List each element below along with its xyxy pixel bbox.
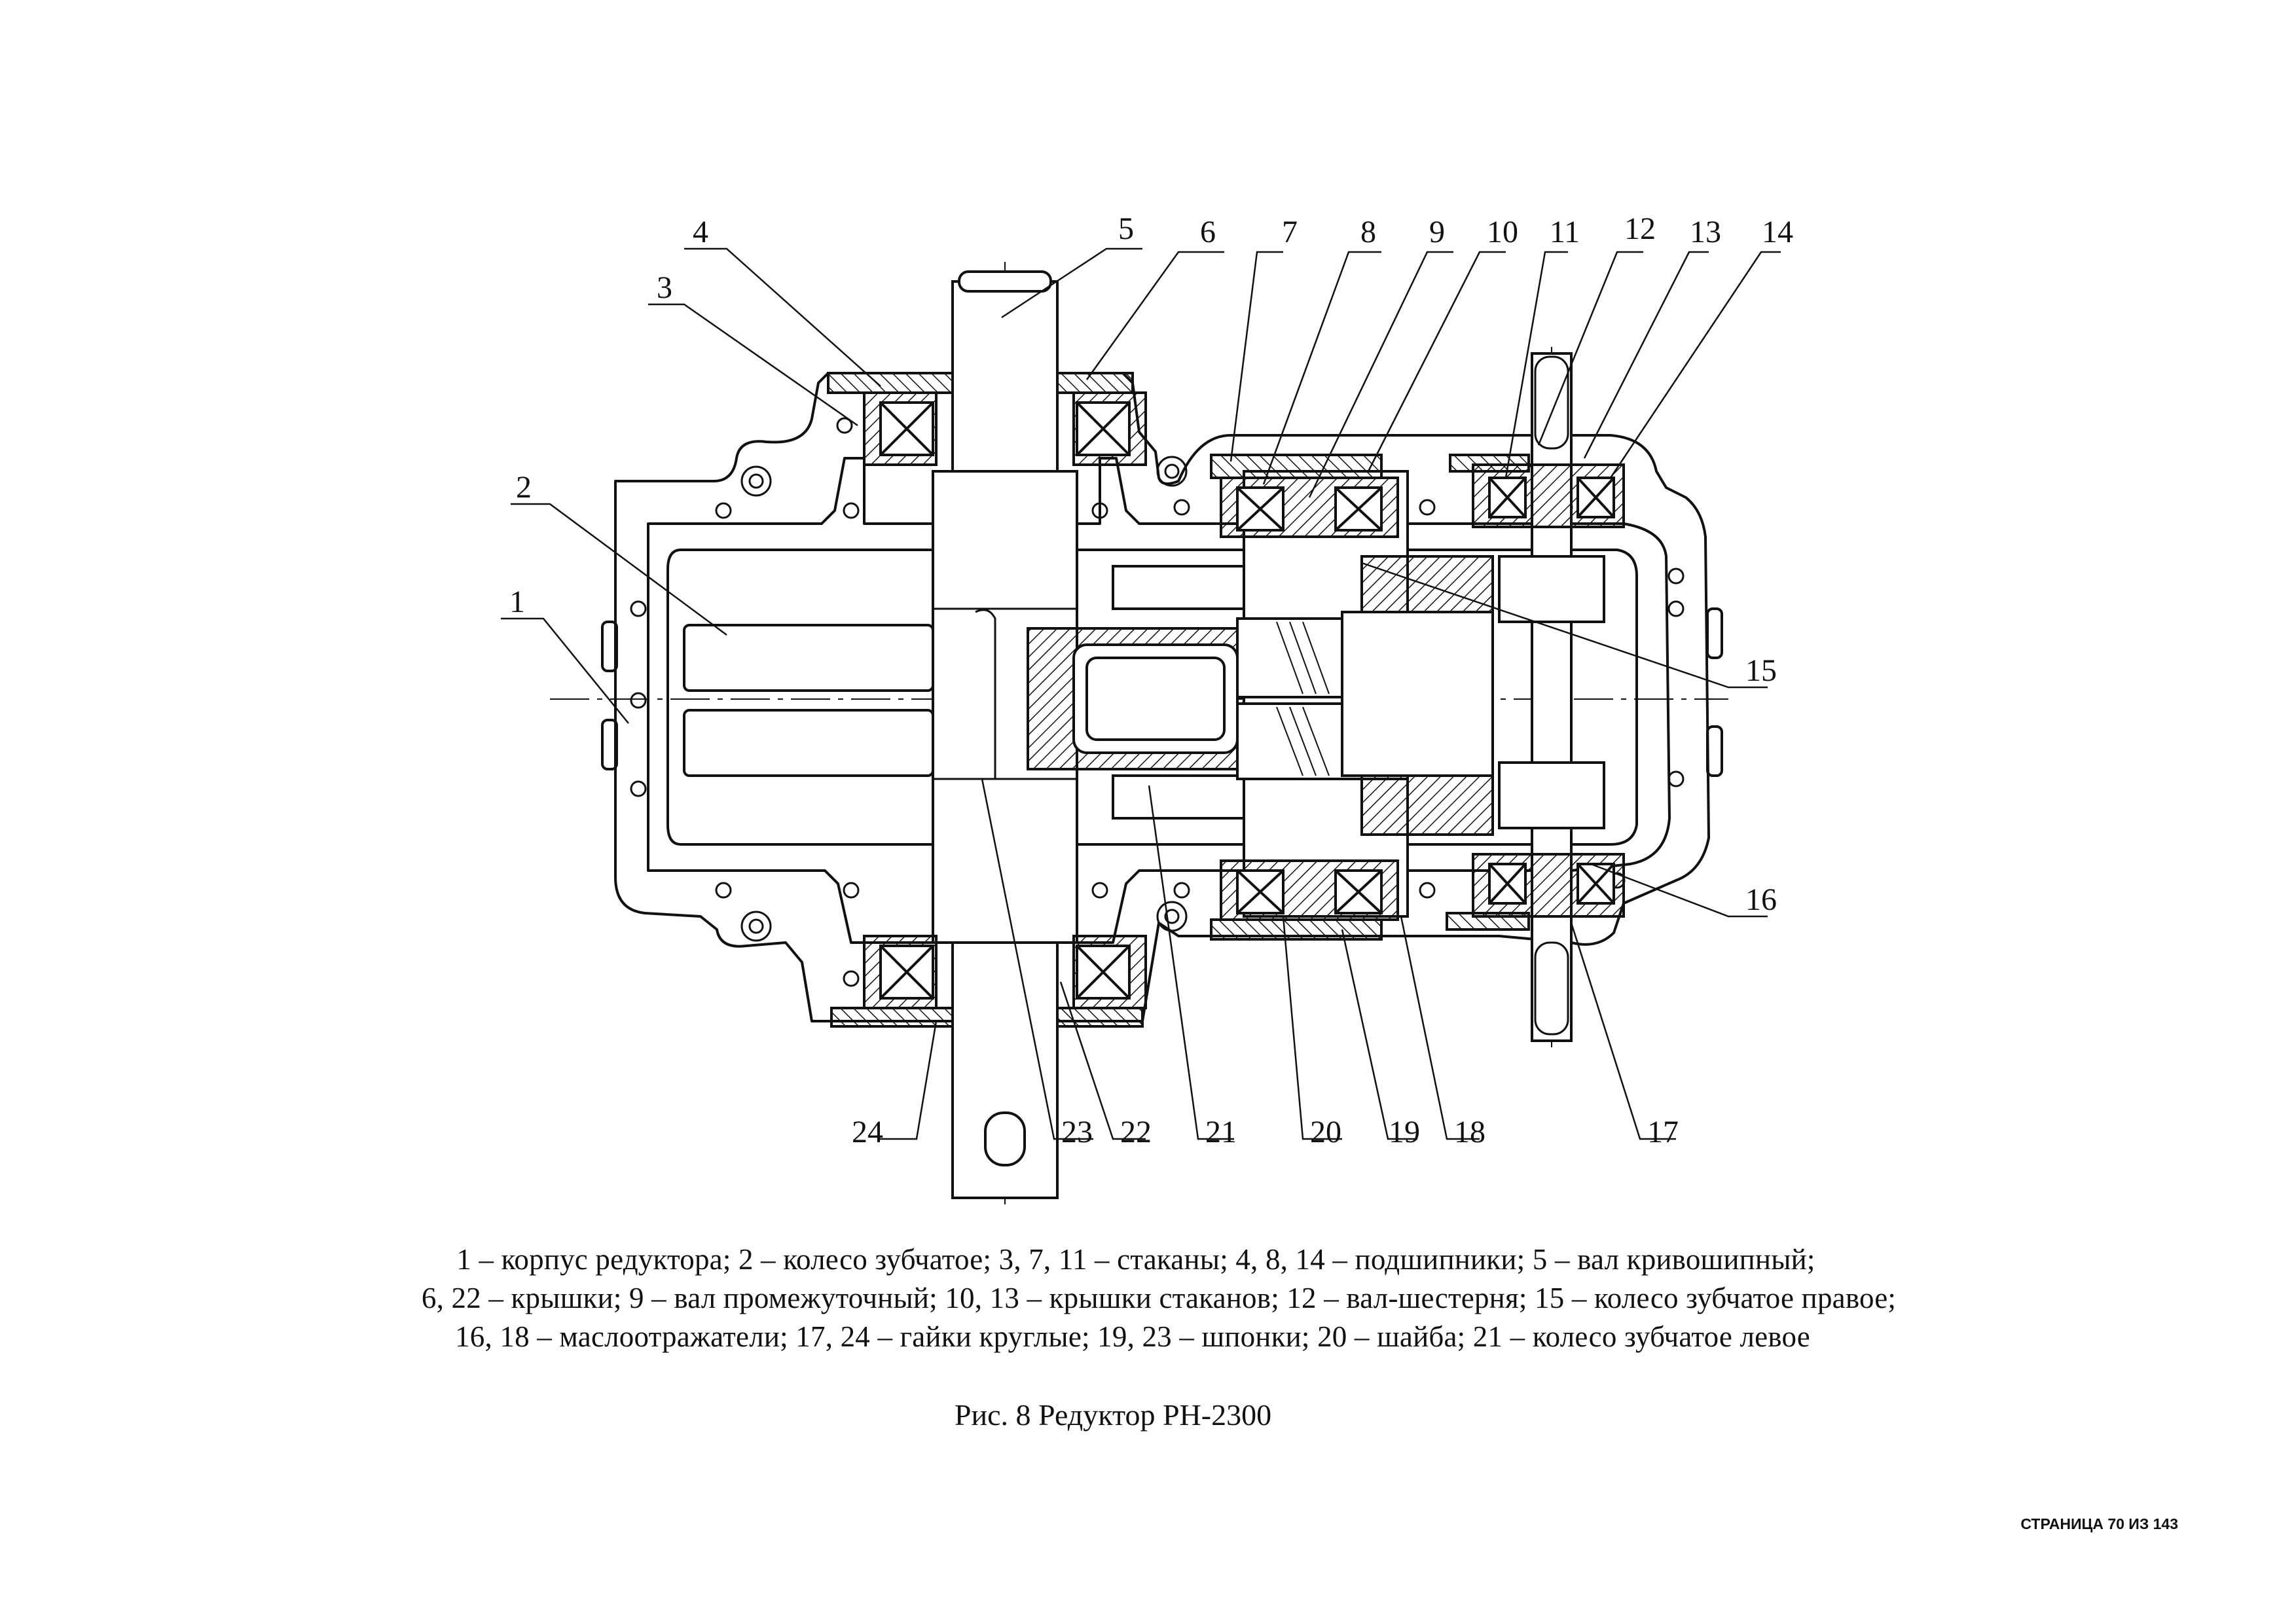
- callout-18: 18: [1454, 1115, 1485, 1149]
- legend-line-1: 1 – корпус редуктора; 2 – колесо зубчато…: [456, 1243, 1815, 1276]
- callout-23: 23: [1061, 1115, 1093, 1149]
- legend: 1 – корпус редуктора; 2 – колесо зубчато…: [367, 1240, 1951, 1356]
- callout-13: 13: [1690, 215, 1721, 249]
- callout-15: 15: [1745, 653, 1777, 688]
- callout-10: 10: [1487, 215, 1518, 249]
- housing-outer: [614, 372, 1710, 1022]
- legend-line-2: 6, 22 – крышки; 9 – вал промежуточный; 1…: [421, 1282, 1897, 1314]
- callout-16: 16: [1745, 882, 1777, 917]
- callout-24: 24: [852, 1115, 883, 1149]
- callout-20: 20: [1310, 1115, 1341, 1149]
- crank-shaft-top: [951, 280, 1059, 473]
- callout-4: 4: [693, 215, 708, 249]
- callout-22: 22: [1120, 1115, 1152, 1149]
- housing-cavity: [666, 549, 1638, 846]
- page-number: СТРАНИЦА 70 ИЗ 143: [2020, 1515, 2178, 1532]
- callout-5: 5: [1118, 211, 1134, 246]
- callout-3: 3: [657, 270, 672, 305]
- callout-7: 7: [1282, 215, 1298, 249]
- gear-wheel-upper: [683, 624, 934, 692]
- gear-wheel-lower: [683, 709, 934, 777]
- callout-1: 1: [509, 585, 525, 619]
- callout-9: 9: [1429, 215, 1445, 249]
- callout-6: 6: [1200, 215, 1216, 249]
- callout-17: 17: [1647, 1115, 1679, 1149]
- pinion-shaft: [1531, 352, 1573, 1042]
- callout-14: 14: [1762, 215, 1793, 249]
- callout-12: 12: [1624, 211, 1656, 246]
- callout-11: 11: [1550, 215, 1580, 249]
- figure-caption: Рис. 8 Редуктор РН-2300: [954, 1398, 1272, 1432]
- callout-8: 8: [1360, 215, 1376, 249]
- callout-21: 21: [1205, 1115, 1237, 1149]
- legend-line-3: 16, 18 – маслоотражатели; 17, 24 – гайки…: [455, 1320, 1810, 1353]
- callout-19: 19: [1389, 1115, 1420, 1149]
- callout-2: 2: [516, 470, 532, 505]
